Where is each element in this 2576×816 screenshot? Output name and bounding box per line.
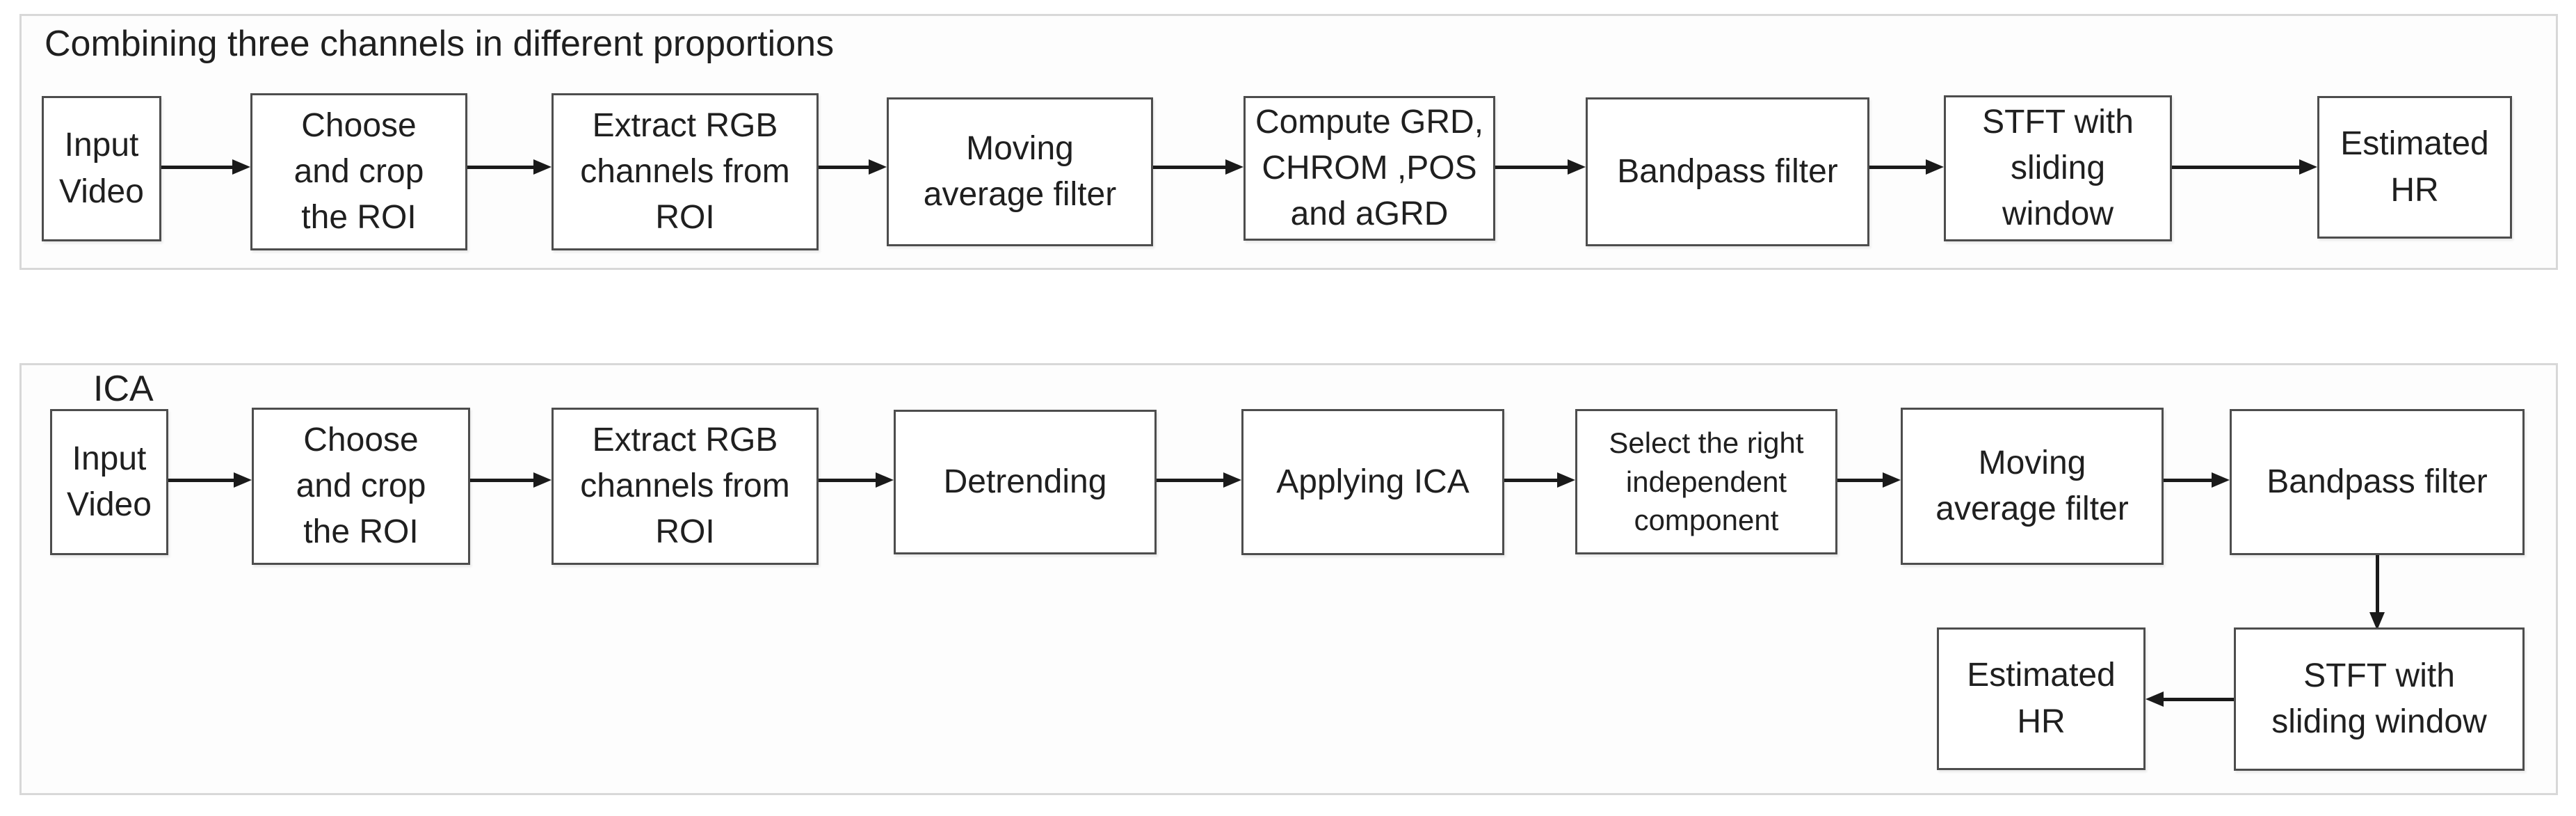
step-label: Applying ICA [1276,463,1470,500]
step-detrending: Detrending [894,410,1157,554]
step-bandpass-2: Bandpass filter [2230,409,2525,555]
step-label: Extract RGB channels from ROI [580,106,790,237]
step-bandpass-1: Bandpass filter [1586,97,1869,246]
flow1-arrow-2 [467,159,552,175]
step-applying-ica: Applying ICA [1241,409,1504,555]
step-label: Estimated HR [1967,657,2116,740]
step-label: Moving average filter [923,129,1117,213]
ica-flow-title: ICA [93,369,154,409]
step-input-video-1: Input Video [42,96,161,241]
step-label: Choose and crop the ROI [296,421,426,551]
step-extract-rgb-2: Extract RGB channels from ROI [552,408,819,565]
step-choose-crop-roi-2: Choose and crop the ROI [252,408,470,565]
step-label: Input Video [59,127,144,210]
step-estimated-hr-1: Estimated HR [2317,96,2512,239]
step-label: STFT with sliding window [1982,103,2134,233]
flow2-arrow-4 [1157,472,1241,488]
step-label: Select the right independent component [1609,426,1804,537]
step-label: Estimated HR [2340,125,2489,209]
step-label: Detrending [943,463,1107,500]
step-estimated-hr-2: Estimated HR [1937,627,2146,770]
flow1-arrow-5 [1495,159,1586,175]
step-label: Bandpass filter [1617,152,1838,190]
flow2-arrow-2 [470,472,552,488]
flow2-arrow-left [2146,691,2234,707]
step-moving-average-1: Moving average filter [887,97,1153,246]
flow1-arrow-7 [2172,159,2317,175]
step-moving-average-2: Moving average filter [1901,408,2164,565]
flow2-arrow-1 [168,472,252,488]
step-input-video-2: Input Video [50,409,168,555]
combined-flow-title: Combining three channels in different pr… [45,24,835,64]
step-choose-crop-roi-1: Choose and crop the ROI [250,93,467,250]
step-label: Extract RGB channels from ROI [580,421,790,551]
step-label: Compute GRD, CHROM ,POS and aGRD [1255,103,1484,233]
flow1-arrow-1 [161,159,250,175]
step-compute-grd-chrom-pos-agrd: Compute GRD, CHROM ,POS and aGRD [1243,96,1495,241]
step-label: STFT with sliding window [2271,657,2487,740]
flow1-arrow-3 [819,159,887,175]
step-label: Choose and crop the ROI [293,106,424,237]
flow2-arrow-7 [2164,472,2230,488]
step-stft-2: STFT with sliding window [2234,627,2525,771]
flow2-arrow-3 [819,472,894,488]
step-select-independent-component: Select the right independent component [1575,409,1837,554]
flow2-arrow-5 [1504,472,1575,488]
step-label: Moving average filter [1935,444,2129,527]
step-extract-rgb-1: Extract RGB channels from ROI [552,93,819,250]
flow2-arrow-down [2369,555,2385,630]
step-stft-1: STFT with sliding window [1944,95,2172,241]
flow1-arrow-4 [1153,159,1243,175]
flow2-arrow-6 [1837,472,1901,488]
step-label: Bandpass filter [2267,463,2488,500]
flow1-arrow-6 [1869,159,1944,175]
step-label: Input Video [67,440,152,523]
